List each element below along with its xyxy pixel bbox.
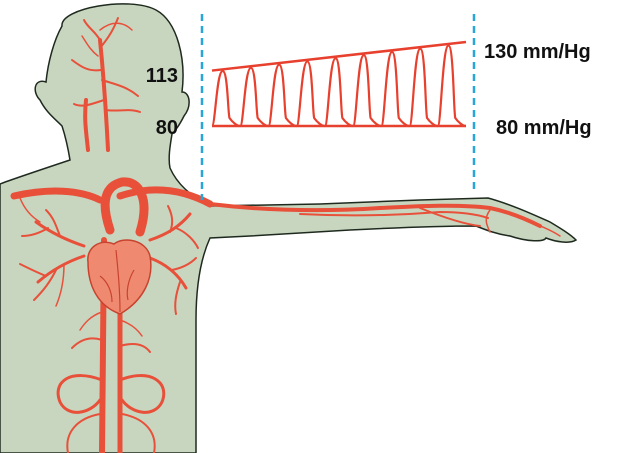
label-proximal-diastolic: 80	[156, 117, 178, 139]
label-distal-systolic: 130 mm/Hg	[484, 41, 591, 63]
body-outline	[0, 4, 576, 453]
pressure-waveform-trace	[212, 46, 466, 126]
label-distal-diastolic: 80 mm/Hg	[496, 117, 592, 139]
label-proximal-systolic: 113	[146, 65, 178, 87]
body-silhouette	[0, 4, 576, 453]
pressure-waveform	[212, 42, 466, 126]
